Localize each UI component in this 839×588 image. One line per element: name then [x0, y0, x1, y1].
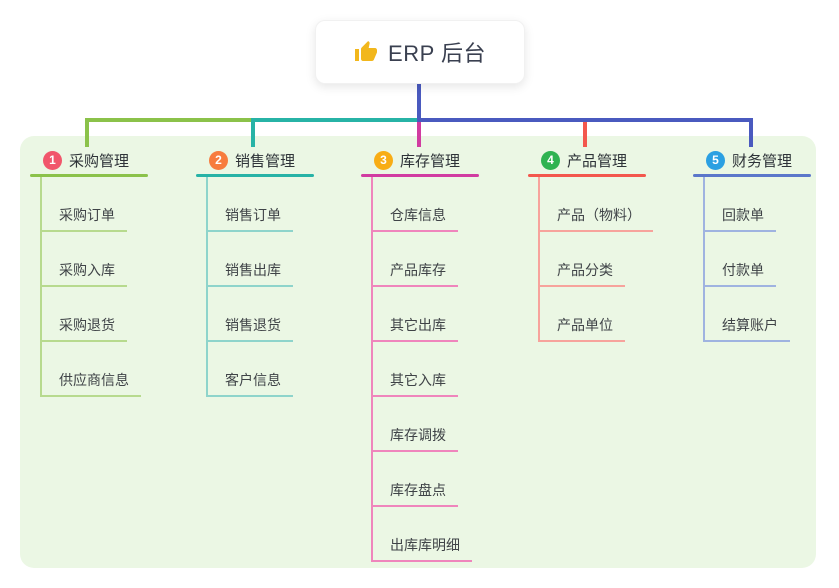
drop-line-sales [251, 118, 255, 147]
drop-line-purchase [85, 118, 89, 147]
branch-product: 4 产品管理 产品（物料） 产品分类 产品单位 [528, 146, 653, 342]
child-node-label: 销售订单 [208, 206, 293, 232]
branch-children: 销售订单 销售出库 销售退货 客户信息 [206, 177, 314, 397]
child-node-label: 采购入库 [42, 261, 127, 287]
branch-sales: 2 销售管理 销售订单 销售出库 销售退货 客户信息 [196, 146, 314, 397]
bus-line-sales [253, 118, 419, 122]
drop-line-product [583, 122, 587, 147]
branch-title: 销售管理 [235, 152, 296, 170]
child-node-label: 产品库存 [373, 261, 458, 287]
branch-inventory-header[interactable]: 3 库存管理 [361, 146, 479, 174]
branch-title: 采购管理 [69, 152, 130, 170]
child-node-label: 采购退货 [42, 316, 127, 342]
child-node-label: 仓库信息 [373, 206, 458, 232]
child-node[interactable]: 采购入库 [42, 232, 148, 287]
thumbs-up-icon [354, 40, 378, 64]
child-node[interactable]: 库存调拨 [373, 397, 479, 452]
branch-title: 库存管理 [400, 152, 461, 170]
branch-children: 采购订单 采购入库 采购退货 供应商信息 [40, 177, 148, 397]
branch-product-header[interactable]: 4 产品管理 [528, 146, 646, 174]
branch-underline [30, 174, 148, 177]
child-node-label: 销售退货 [208, 316, 293, 342]
child-node[interactable]: 销售订单 [208, 177, 314, 232]
child-node[interactable]: 采购退货 [42, 287, 148, 342]
root-node-erp[interactable]: ERP 后台 [315, 20, 525, 84]
branch-title: 财务管理 [732, 152, 793, 170]
child-node-label: 供应商信息 [42, 371, 141, 397]
child-node[interactable]: 销售退货 [208, 287, 314, 342]
branch-inventory: 3 库存管理 仓库信息 产品库存 其它出库 其它入库 库存调拨 库存盘点 出库库… [361, 146, 479, 562]
branch-underline [693, 174, 811, 177]
root-node-title: ERP 后台 [388, 41, 486, 66]
branch-purchase-header[interactable]: 1 采购管理 [30, 146, 148, 174]
branch-underline [361, 174, 479, 177]
child-node[interactable]: 产品分类 [540, 232, 646, 287]
branch-number-badge: 4 [541, 150, 560, 170]
branch-title: 产品管理 [567, 152, 628, 170]
branch-number-badge: 2 [209, 150, 228, 170]
child-node[interactable]: 客户信息 [208, 342, 314, 397]
child-node-label: 客户信息 [208, 371, 293, 397]
child-node[interactable]: 产品库存 [373, 232, 479, 287]
bus-line-purchase [85, 118, 255, 122]
branch-children: 产品（物料） 产品分类 产品单位 [538, 177, 653, 342]
branch-number-badge: 5 [706, 150, 725, 170]
branches-background-panel [20, 136, 816, 568]
branch-finance: 5 财务管理 回款单 付款单 结算账户 [693, 146, 811, 342]
child-node[interactable]: 库存盘点 [373, 452, 479, 507]
child-node-label: 回款单 [705, 206, 776, 232]
branch-children: 回款单 付款单 结算账户 [703, 177, 811, 342]
child-node-label: 其它出库 [373, 316, 458, 342]
child-node-label: 产品单位 [540, 316, 625, 342]
child-node-label: 付款单 [705, 261, 776, 287]
branch-number-badge: 3 [374, 150, 393, 170]
child-node[interactable]: 产品（物料） [540, 177, 653, 232]
child-node[interactable]: 结算账户 [705, 287, 811, 342]
branch-underline [528, 174, 646, 177]
child-node[interactable]: 其它出库 [373, 287, 479, 342]
child-node[interactable]: 仓库信息 [373, 177, 479, 232]
root-stem-line [417, 80, 421, 120]
child-node-label: 销售出库 [208, 261, 293, 287]
branch-finance-header[interactable]: 5 财务管理 [693, 146, 811, 174]
child-node-label: 库存盘点 [373, 481, 458, 507]
child-node-label: 采购订单 [42, 206, 127, 232]
child-node[interactable]: 付款单 [705, 232, 811, 287]
child-node[interactable]: 销售出库 [208, 232, 314, 287]
branch-children: 仓库信息 产品库存 其它出库 其它入库 库存调拨 库存盘点 出库库明细 [371, 177, 479, 562]
branch-sales-header[interactable]: 2 销售管理 [196, 146, 314, 174]
bus-line-finance [417, 118, 753, 122]
branch-purchase: 1 采购管理 采购订单 采购入库 采购退货 供应商信息 [30, 146, 148, 397]
child-node[interactable]: 出库库明细 [373, 507, 479, 562]
child-node-label: 产品分类 [540, 261, 625, 287]
child-node-label: 出库库明细 [373, 536, 472, 562]
branch-number-badge: 1 [43, 150, 62, 170]
child-node-label: 库存调拨 [373, 426, 458, 452]
child-node-label: 其它入库 [373, 371, 458, 397]
child-node[interactable]: 产品单位 [540, 287, 646, 342]
child-node[interactable]: 其它入库 [373, 342, 479, 397]
child-node[interactable]: 回款单 [705, 177, 811, 232]
child-node[interactable]: 供应商信息 [42, 342, 148, 397]
branch-underline [196, 174, 314, 177]
child-node[interactable]: 采购订单 [42, 177, 148, 232]
drop-line-finance [749, 118, 753, 147]
drop-line-inventory [417, 122, 421, 147]
child-node-label: 结算账户 [705, 316, 790, 342]
child-node-label: 产品（物料） [540, 206, 653, 232]
